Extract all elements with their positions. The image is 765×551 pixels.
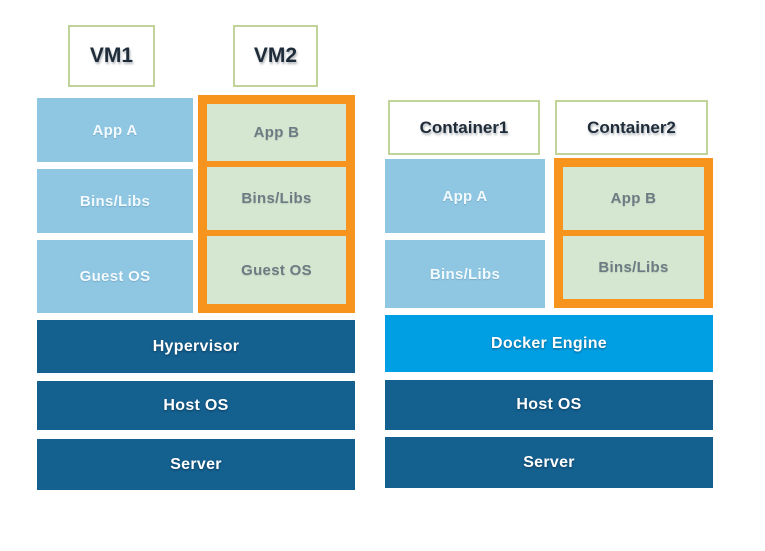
vm2-label-box: VM2 <box>233 25 318 87</box>
vm2-layer-guest-os: Guest OS <box>207 236 346 304</box>
container-server-row: Server <box>385 437 713 488</box>
container-host-os-row: Host OS <box>385 380 713 430</box>
hypervisor-row: Hypervisor <box>37 320 355 373</box>
vm1-layer-bins-libs: Bins/Libs <box>37 169 193 233</box>
container2-highlight-frame: App B Bins/Libs <box>554 158 713 308</box>
vm-server-row: Server <box>37 439 355 490</box>
vm1-layer-app-a: App A <box>37 98 193 162</box>
container2-label: Container2 <box>587 117 676 137</box>
vm2-label: VM2 <box>253 44 298 67</box>
container2-layer-app-b: App B <box>563 167 704 230</box>
container1-layer-app-a: App A <box>385 159 545 233</box>
vm2-layer-bins-libs: Bins/Libs <box>207 167 346 230</box>
vm1-label-box: VM1 <box>68 25 155 87</box>
docker-engine-row: Docker Engine <box>385 315 713 372</box>
vm2-highlight-frame: App B Bins/Libs Guest OS <box>198 95 355 313</box>
vm-host-os-row: Host OS <box>37 381 355 430</box>
container2-label-box: Container2 <box>555 100 708 155</box>
container1-layer-bins-libs: Bins/Libs <box>385 240 545 308</box>
container2-layer-bins-libs: Bins/Libs <box>563 236 704 299</box>
container1-label: Container1 <box>419 117 509 137</box>
vm1-label: VM1 <box>89 44 134 67</box>
vm1-layer-guest-os: Guest OS <box>37 240 193 313</box>
vm2-layer-app-b: App B <box>207 104 346 161</box>
container1-label-box: Container1 <box>388 100 540 155</box>
